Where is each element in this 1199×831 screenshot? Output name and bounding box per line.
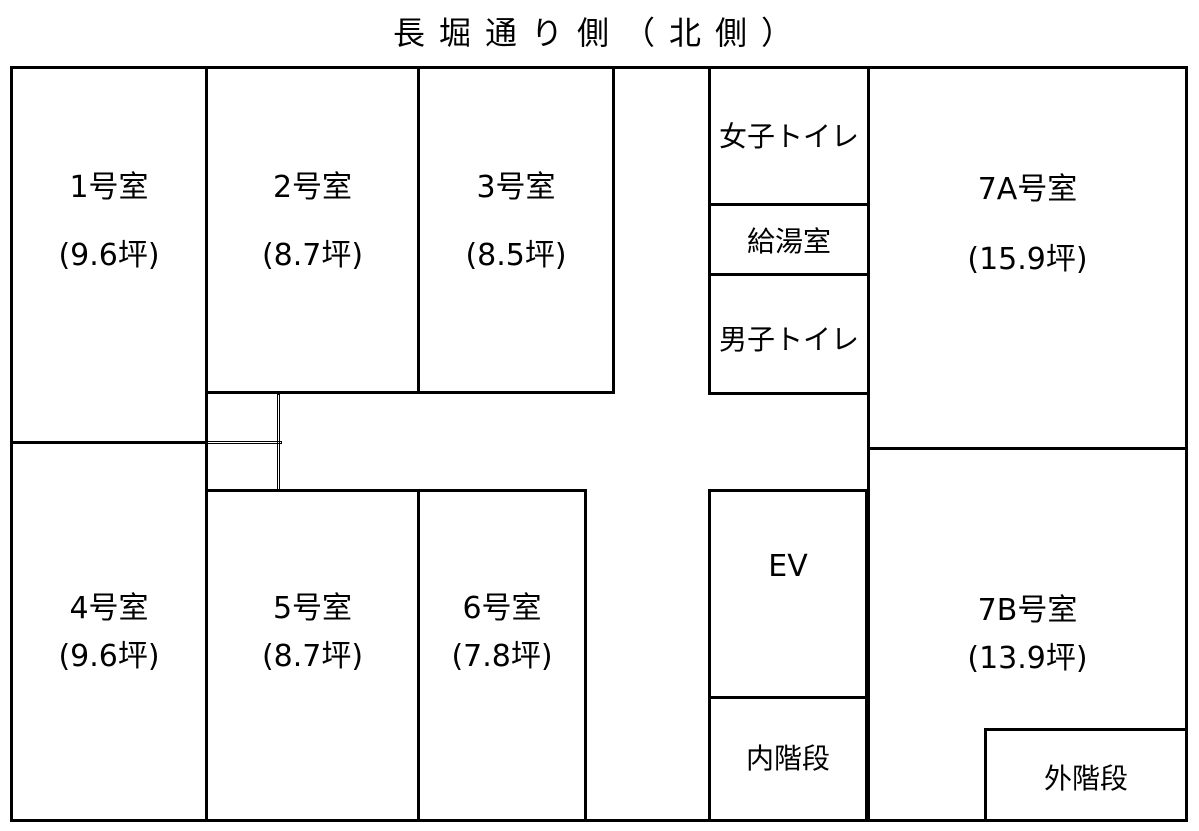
room-5[interactable]: 5号室 (8.7坪) bbox=[205, 489, 420, 822]
elevator[interactable]: EV bbox=[708, 489, 868, 699]
room-7a-name: 7A号室 bbox=[977, 172, 1078, 207]
kitchenette[interactable]: 給湯室 bbox=[708, 203, 870, 276]
room-1[interactable]: 1号室 (9.6坪) bbox=[10, 66, 208, 444]
room-4[interactable]: 4号室 (9.6坪) bbox=[10, 441, 208, 822]
room-7b-name: 7B号室 bbox=[977, 593, 1078, 628]
room-3[interactable]: 3号室 (8.5坪) bbox=[417, 66, 615, 394]
mens-toilet[interactable]: 男子トイレ bbox=[708, 273, 870, 395]
room-1-area: (9.6坪) bbox=[58, 238, 160, 273]
room-2[interactable]: 2号室 (8.7坪) bbox=[205, 66, 420, 394]
womens-toilet-label: 女子トイレ bbox=[718, 120, 859, 153]
room-7a[interactable]: 7A号室 (15.9坪) bbox=[867, 66, 1188, 450]
womens-toilet[interactable]: 女子トイレ bbox=[708, 66, 870, 206]
outer-stairs-label: 外階段 bbox=[1043, 762, 1128, 795]
room-3-name: 3号室 bbox=[476, 170, 556, 205]
room-5-name: 5号室 bbox=[272, 591, 353, 626]
room-2-name: 2号室 bbox=[272, 170, 353, 205]
room-6-name: 6号室 bbox=[462, 591, 542, 626]
room-6-area: (7.8坪) bbox=[451, 639, 553, 674]
corridor-wall-vertical bbox=[277, 394, 280, 492]
kitchenette-label: 給湯室 bbox=[746, 225, 831, 258]
inner-stairs-label: 内階段 bbox=[745, 742, 830, 775]
elevator-label: EV bbox=[768, 549, 808, 584]
room-7a-area: (15.9坪) bbox=[967, 242, 1088, 277]
room-5-area: (8.7坪) bbox=[261, 639, 364, 674]
room-4-name: 4号室 bbox=[69, 591, 149, 626]
room-3-area: (8.5坪) bbox=[465, 238, 567, 273]
inner-stairs[interactable]: 内階段 bbox=[708, 696, 868, 822]
room-1-name: 1号室 bbox=[69, 170, 149, 205]
room-7b-area: (13.9坪) bbox=[967, 641, 1088, 676]
plan-title: 長堀通り側（北側） bbox=[392, 14, 807, 52]
room-7b[interactable]: 7B号室 (13.9坪) bbox=[867, 447, 1188, 822]
mens-toilet-label: 男子トイレ bbox=[718, 323, 859, 356]
room-6[interactable]: 6号室 (7.8坪) bbox=[417, 489, 587, 822]
room-4-area: (9.6坪) bbox=[58, 639, 160, 674]
outer-stairs[interactable]: 外階段 bbox=[984, 728, 1188, 822]
room-2-area: (8.7坪) bbox=[261, 238, 364, 273]
